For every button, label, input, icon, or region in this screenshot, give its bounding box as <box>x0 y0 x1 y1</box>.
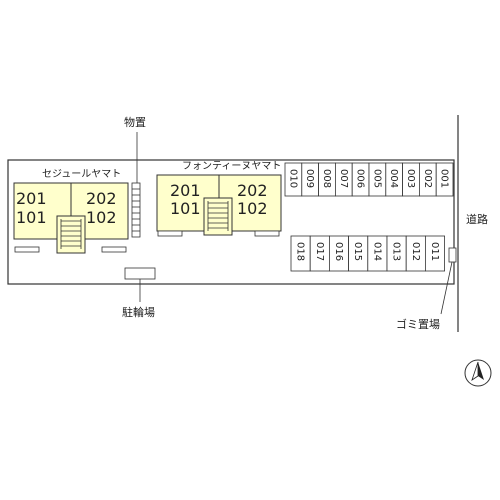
right-unit-102: 102 <box>237 199 268 218</box>
parking-top-row: 010 009 008 007 006 005 004 003 002 001 <box>284 162 454 197</box>
parking-stall-number: 003 <box>405 169 416 188</box>
parking-stall-number: 013 <box>391 242 402 261</box>
trash-label: ゴミ置場 <box>396 317 440 331</box>
site-boundary <box>7 159 455 285</box>
building-left <box>13 182 129 254</box>
building-left-name: セジュールヤマト <box>42 168 121 180</box>
parking-stall-number: 016 <box>333 242 344 261</box>
left-unit-101: 101 <box>16 208 47 227</box>
building-right-name: フォンティーヌヤマト <box>182 161 281 172</box>
parking-stall-number: 012 <box>410 242 421 261</box>
parking-stall-number: 014 <box>371 242 382 261</box>
building-right <box>156 174 282 237</box>
stair-left <box>56 215 86 254</box>
left-unit-102: 102 <box>86 208 117 227</box>
parking-stall-number: 001 <box>439 169 450 188</box>
road-label: 道路 <box>466 212 488 226</box>
storage-shed <box>131 182 141 238</box>
parking-stall-number: 010 <box>287 169 298 188</box>
parking-stall-number: 002 <box>422 169 433 188</box>
parking-stall-number: 007 <box>338 169 349 188</box>
parking-stall-number: 017 <box>314 242 325 261</box>
left-unit-201: 201 <box>16 189 47 208</box>
north-icon <box>464 359 492 387</box>
right-unit-202: 202 <box>237 181 268 200</box>
parking-stall <box>424 235 445 272</box>
left-unit-202: 202 <box>86 189 117 208</box>
parking-stall-number: 004 <box>388 169 399 188</box>
parking-stall <box>435 162 454 197</box>
stair-right <box>203 197 233 236</box>
storage-label: 物置 <box>124 115 146 129</box>
parking-stall-number: 018 <box>295 242 306 261</box>
parking-bottom-row: 018 017 016 015 014 013 012 011 <box>290 235 445 272</box>
bicycle-label: 駐輪場 <box>122 305 155 319</box>
trash-area <box>448 247 457 263</box>
parking-stall-number: 008 <box>321 169 332 188</box>
parking-stall-number: 011 <box>429 242 440 261</box>
bicycle-parking <box>124 267 156 280</box>
parking-stall-number: 009 <box>304 169 315 188</box>
parking-stall-number: 006 <box>355 169 366 188</box>
trash-leader <box>440 261 453 315</box>
right-unit-101: 101 <box>170 199 201 218</box>
right-unit-201: 201 <box>170 181 201 200</box>
parking-stall-number: 015 <box>352 242 363 261</box>
parking-stall-number: 005 <box>371 169 382 188</box>
